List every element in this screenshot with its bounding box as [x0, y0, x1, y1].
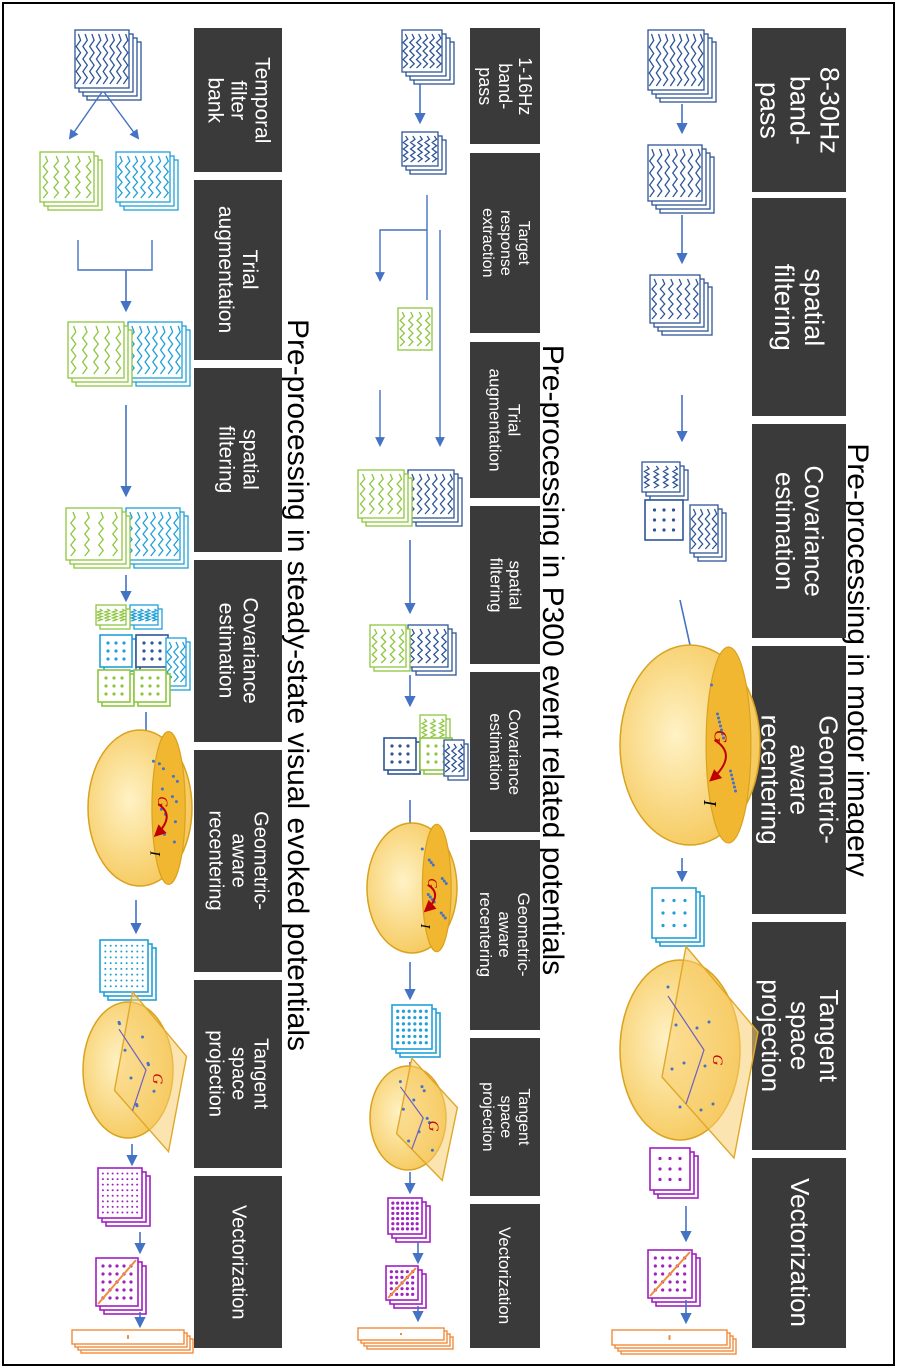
filter-bank-green-icon	[39, 151, 103, 211]
eeg-trial-side-icon	[689, 504, 727, 562]
raw-eeg-stack-icon	[647, 29, 717, 103]
ssvep-cov-matrix-c-icon	[97, 669, 135, 707]
mean-label: G	[149, 1073, 165, 1084]
step-box-ssvep-covariance: Covariance estimation	[194, 560, 282, 742]
p300-tangent-matrix-icon	[387, 1197, 431, 1243]
spatial-filtered-stack-icon	[649, 274, 713, 336]
covariance-matrix-icon	[644, 499, 684, 541]
step-box-motor-recentering: Geometric-aware recentering	[752, 646, 846, 914]
p300-spatial-green-icon	[369, 624, 411, 672]
p300-cov-matrix-a-icon	[383, 737, 421, 775]
motor-manifold-icon: GI	[619, 644, 761, 846]
ssvep-augmented-green-icon	[67, 321, 133, 387]
filter-bank-blue-icon	[115, 151, 179, 211]
step-box-ssvep-augmentation: Trial augmentation	[194, 180, 282, 360]
identity-label: I	[700, 799, 720, 807]
mean-label: G	[425, 1121, 441, 1132]
step-box-ssvep-tangent: Tangent space projection	[194, 980, 282, 1168]
ssvep-manifold-icon: GI	[87, 729, 193, 887]
p300-augmented-blue-icon	[407, 469, 463, 527]
p300-recentered-matrix-icon	[391, 1004, 441, 1058]
step-box-motor-tangent: Tangent space projection	[752, 922, 846, 1150]
mean-label: G	[424, 878, 439, 888]
ssvep-tangent-icon: G	[82, 990, 188, 1154]
identity-label: I	[417, 923, 432, 930]
step-box-ssvep-filterbank: Temporal filter bank	[194, 28, 282, 172]
step-box-ssvep-recentering: Geometric-aware recentering	[194, 750, 282, 972]
p300-manifold-icon: GI	[366, 822, 458, 954]
ssvep-raw-stack-icon	[74, 29, 142, 101]
step-box-ssvep-spatial: spatial filtering	[194, 368, 282, 552]
p300-raw-stack-icon	[401, 29, 455, 85]
motor-feature-vector-icon	[611, 1329, 737, 1355]
ssvep-vectorized-icon	[95, 1257, 147, 1315]
ssvep-tangent-matrix-icon	[97, 1167, 151, 1227]
motor-tangent-icon: G	[619, 944, 759, 1160]
step-box-motor-covariance: Covariance estimation	[752, 424, 846, 638]
step-box-p300-vectorization: Vectorization	[470, 1204, 540, 1348]
ssvep-cov-matrix-a-icon	[99, 634, 137, 672]
step-box-ssvep-vectorization: Vectorization	[194, 1176, 282, 1348]
mean-label: G	[711, 730, 731, 743]
identity-label: I	[146, 850, 162, 857]
tangent-matrix-icon	[649, 1147, 699, 1199]
ssvep-spatial-blue-icon	[125, 507, 189, 569]
ssvep-cov-matrix-d-icon	[133, 669, 171, 707]
step-box-p300-bandpass: 1-16Hz band-pass	[470, 28, 540, 144]
ssvep-cov-side-blue-icon	[165, 637, 191, 691]
p300-vectorized-icon	[385, 1265, 427, 1309]
p300-cov-side-icon	[443, 739, 469, 781]
ssvep-recentered-matrix-icon	[99, 939, 157, 1001]
mean-label: G	[709, 1055, 725, 1066]
step-box-motor-vectorization: Vectorization	[752, 1158, 846, 1348]
step-box-p300-target: Target response extraction	[470, 153, 540, 333]
ssvep-spatial-green-icon	[65, 507, 131, 569]
ssvep-augmented-blue-icon	[127, 321, 191, 387]
step-box-p300-spatial: spatial filtering	[470, 506, 540, 664]
ssvep-cov-small-blue-icon	[129, 604, 163, 630]
filtered-eeg-stack-icon	[647, 144, 715, 214]
step-box-p300-recentering: Geometric-aware recentering	[470, 840, 540, 1030]
p300-augmented-green-icon	[357, 469, 413, 527]
step-box-motor-bandpass: 8-30Hz band-pass	[752, 28, 846, 192]
p300-tangent-icon: G	[369, 1056, 459, 1182]
step-box-p300-augmentation: Trial augmentation	[470, 342, 540, 498]
ssvep-cov-small-green-icon	[95, 604, 131, 630]
ssvep-feature-vector-icon	[71, 1329, 194, 1354]
p300-feature-vector-icon	[357, 1327, 454, 1350]
recentered-matrix-icon	[651, 887, 705, 947]
mean-label: G	[154, 796, 170, 807]
step-box-p300-covariance: Covariance estimation	[470, 672, 540, 832]
step-box-motor-spatial: spatial filtering	[752, 198, 846, 416]
eeg-trial-small-icon	[641, 461, 689, 501]
target-response-icon	[397, 307, 433, 351]
step-box-p300-tangent: Tangent space projection	[470, 1038, 540, 1196]
motor-vectorized-icon	[647, 1249, 701, 1307]
p300-filtered-stack-icon	[401, 131, 447, 175]
p300-spatial-blue-icon	[407, 624, 457, 676]
